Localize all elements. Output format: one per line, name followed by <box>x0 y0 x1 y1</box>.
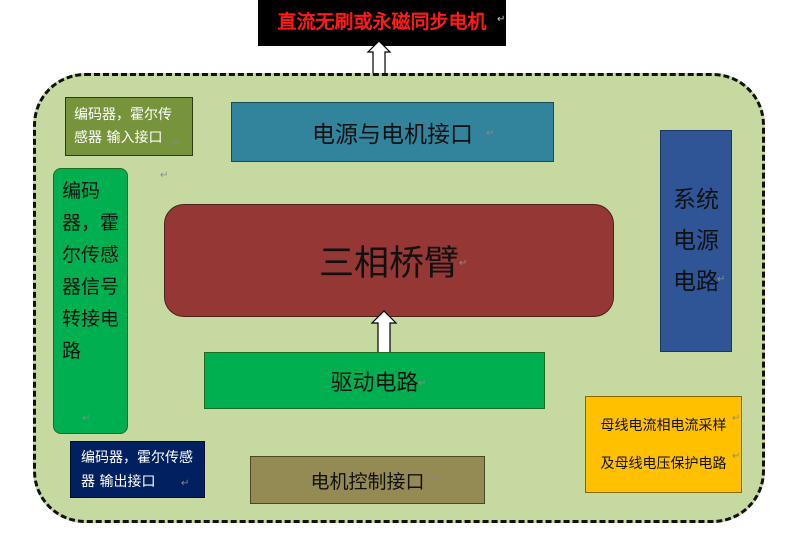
encoder-input-label: 编码器，霍尔传感器 输入接口 <box>74 106 172 146</box>
up-arrow-drive-to-bridge <box>370 310 398 354</box>
three-phase-bridge-block: 三相桥臂 <box>164 204 614 317</box>
motor-control-interface-block: 电机控制接口 <box>250 456 485 504</box>
drive-circuit-block: 驱动电路 <box>204 352 545 409</box>
return-mark-icon: ↵ <box>430 474 439 485</box>
return-mark-icon: ↵ <box>82 413 91 424</box>
return-mark-icon: ↵ <box>732 413 741 424</box>
power-motor-interface-block: 电源与电机接口 <box>231 102 554 162</box>
return-mark-icon: ↵ <box>459 258 468 269</box>
sampling-line1-label: 母线电流相电流采样 <box>600 417 727 434</box>
three-phase-bridge-label: 三相桥臂 <box>318 244 459 284</box>
power-motor-interface-label: 电源与电机接口 <box>312 122 473 148</box>
return-mark-icon: ↵ <box>418 378 427 389</box>
return-mark-icon: ↵ <box>160 170 169 181</box>
sampling-protection-block: 母线电流相电流采样 及母线电压保护电路 <box>585 396 742 493</box>
return-mark-icon: ↵ <box>717 274 726 285</box>
drive-circuit-label: 驱动电路 <box>330 370 419 396</box>
return-mark-icon: ↵ <box>732 451 741 462</box>
system-power-block: 系统电源电路 <box>660 130 732 352</box>
return-mark-icon: ↵ <box>497 14 506 25</box>
encoder-conversion-block: 编码器，霍尔传感器信号转接电路 <box>53 168 128 434</box>
motor-title: 直流无刷或永磁同步电机 <box>258 0 506 46</box>
return-mark-icon: ↵ <box>486 128 495 139</box>
system-power-label: 系统电源电路 <box>673 186 719 295</box>
motor-control-interface-label: 电机控制接口 <box>310 470 425 493</box>
encoder-input-block: 编码器，霍尔传感器 输入接口 <box>65 97 193 156</box>
sampling-line2-label: 及母线电压保护电路 <box>600 455 727 472</box>
encoder-output-label: 编码器，霍尔传感 器 输出接口 <box>81 449 193 490</box>
encoder-output-block: 编码器，霍尔传感 器 输出接口 <box>70 441 205 498</box>
return-mark-icon: ↵ <box>181 478 190 489</box>
return-mark-icon: ↵ <box>172 138 181 149</box>
encoder-conversion-label: 编码器，霍尔传感器信号转接电路 <box>62 180 120 362</box>
